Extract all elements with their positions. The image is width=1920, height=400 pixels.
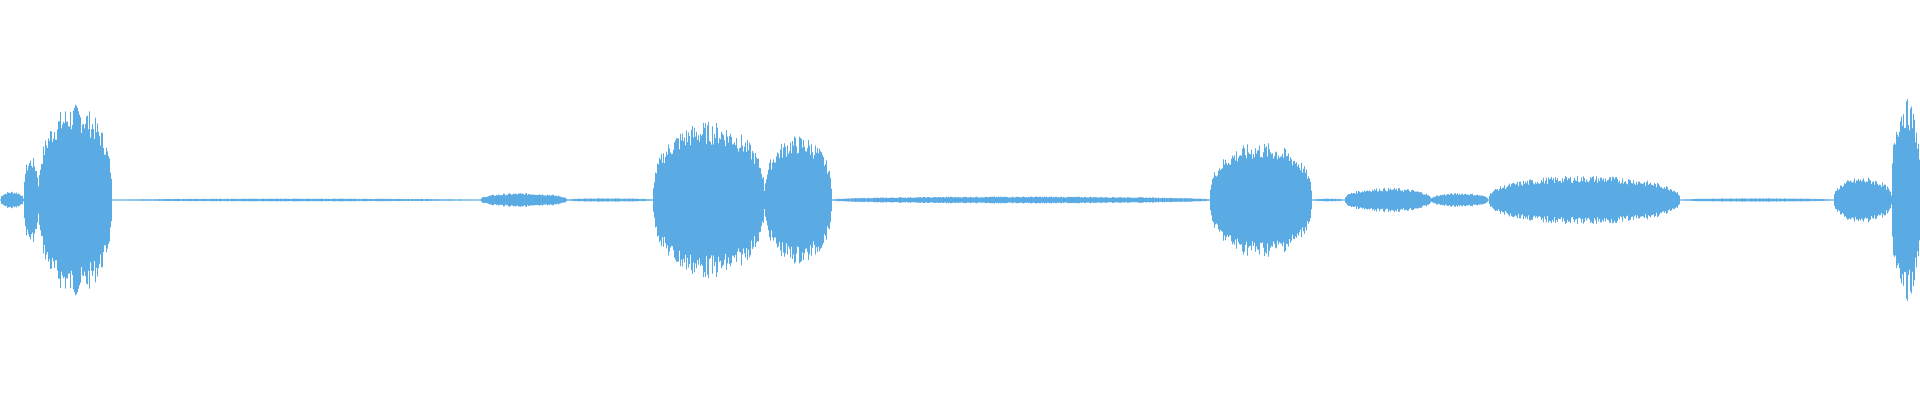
waveform-bars xyxy=(0,99,1920,301)
